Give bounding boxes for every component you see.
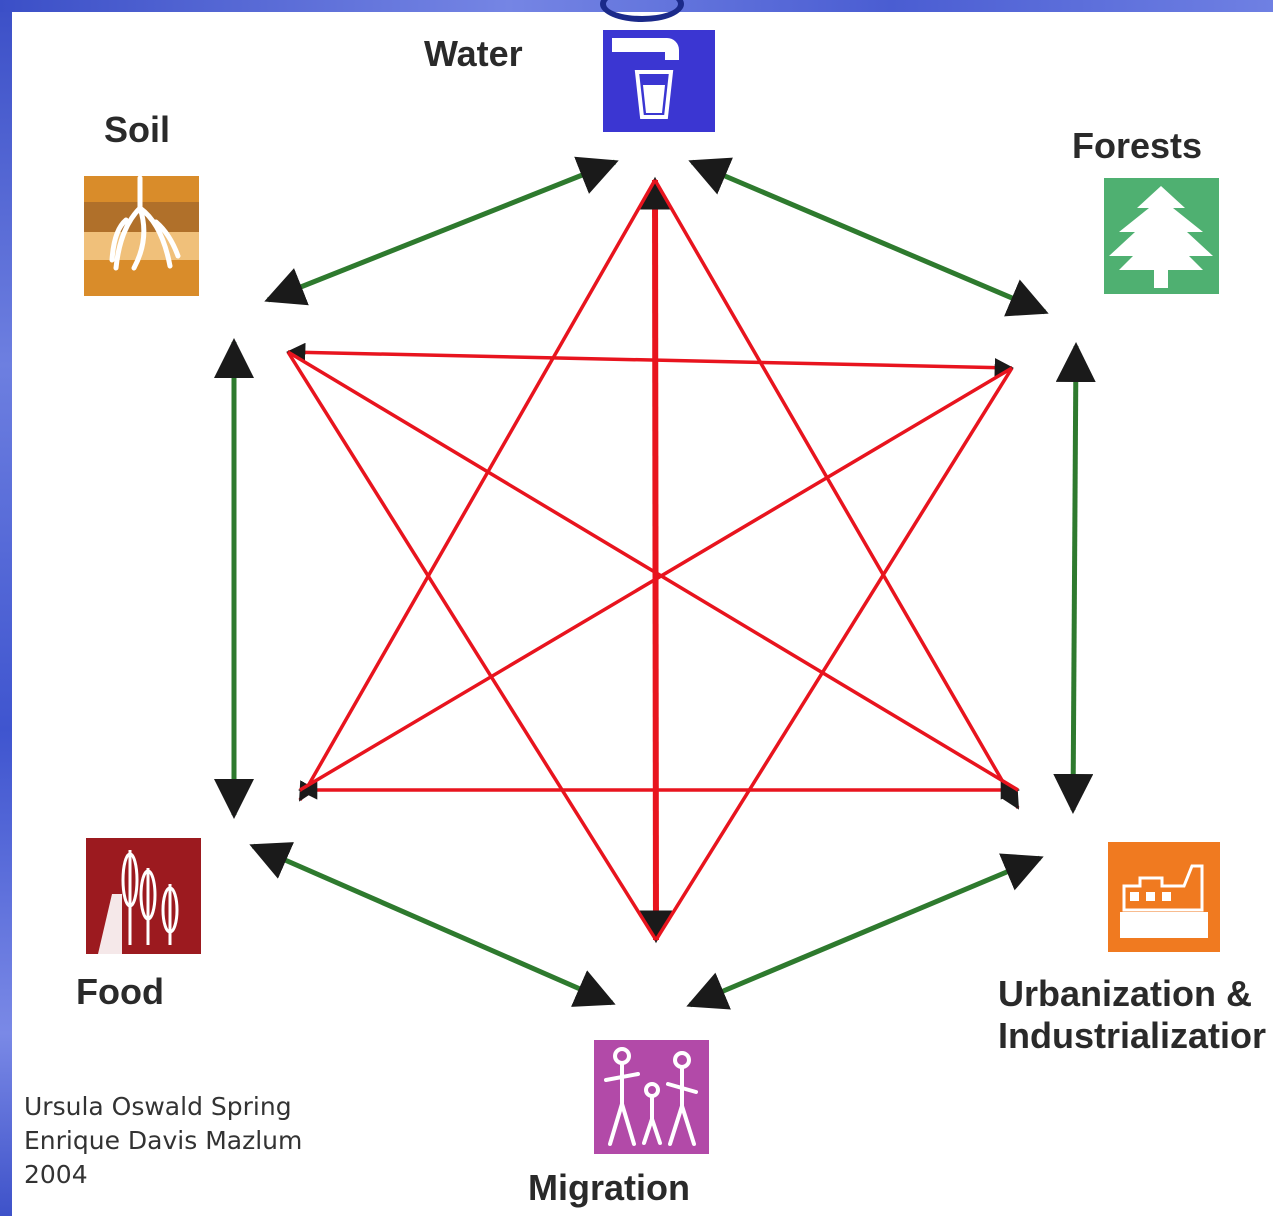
arrow-forests-migration: [654, 367, 1014, 941]
food-grain-icon: [86, 838, 201, 954]
credit-year: 2004: [24, 1160, 88, 1189]
arrow-water-migration: [638, 176, 673, 944]
node-label-forests: Forests: [1072, 125, 1203, 166]
arrow-soil-migration: [286, 351, 658, 941]
node-label-urbanization-line2: Industrializatior: [998, 1016, 1267, 1056]
arrow-water-soil: [264, 156, 619, 306]
node-label-urbanization-line1: Urbanization &: [998, 973, 1253, 1014]
arrow-forests-urbanization: [1053, 342, 1096, 814]
water-icon: [603, 30, 715, 132]
author-credit: Ursula Oswald Spring Enrique Davis Mazlu…: [24, 1090, 302, 1192]
slide-frame-left: [0, 0, 12, 1216]
factory-icon: [1108, 842, 1220, 952]
arrow-urbanization-migration: [686, 853, 1044, 1010]
node-label-soil: Soil: [104, 109, 171, 150]
credit-line-2: Enrique Davis Mazlum: [24, 1126, 303, 1155]
arrow-forests-food: [299, 366, 1013, 792]
soil-roots-icon: [84, 175, 199, 296]
node-label-food: Food: [76, 971, 164, 1012]
migration-family-icon: [594, 1040, 709, 1154]
arrow-soil-urbanization: [287, 350, 1019, 792]
arrow-water-food: [298, 179, 657, 802]
node-label-migration: Migration: [528, 1167, 690, 1208]
node-label-water: Water: [424, 33, 523, 74]
arrow-water-urbanization: [653, 179, 1020, 810]
credit-line-1: Ursula Oswald Spring: [24, 1092, 292, 1121]
tree-icon: [1104, 178, 1219, 294]
arrow-soil-forests: [286, 342, 1014, 378]
arrow-water-forests: [688, 157, 1049, 317]
arrow-food-migration: [249, 842, 616, 1007]
